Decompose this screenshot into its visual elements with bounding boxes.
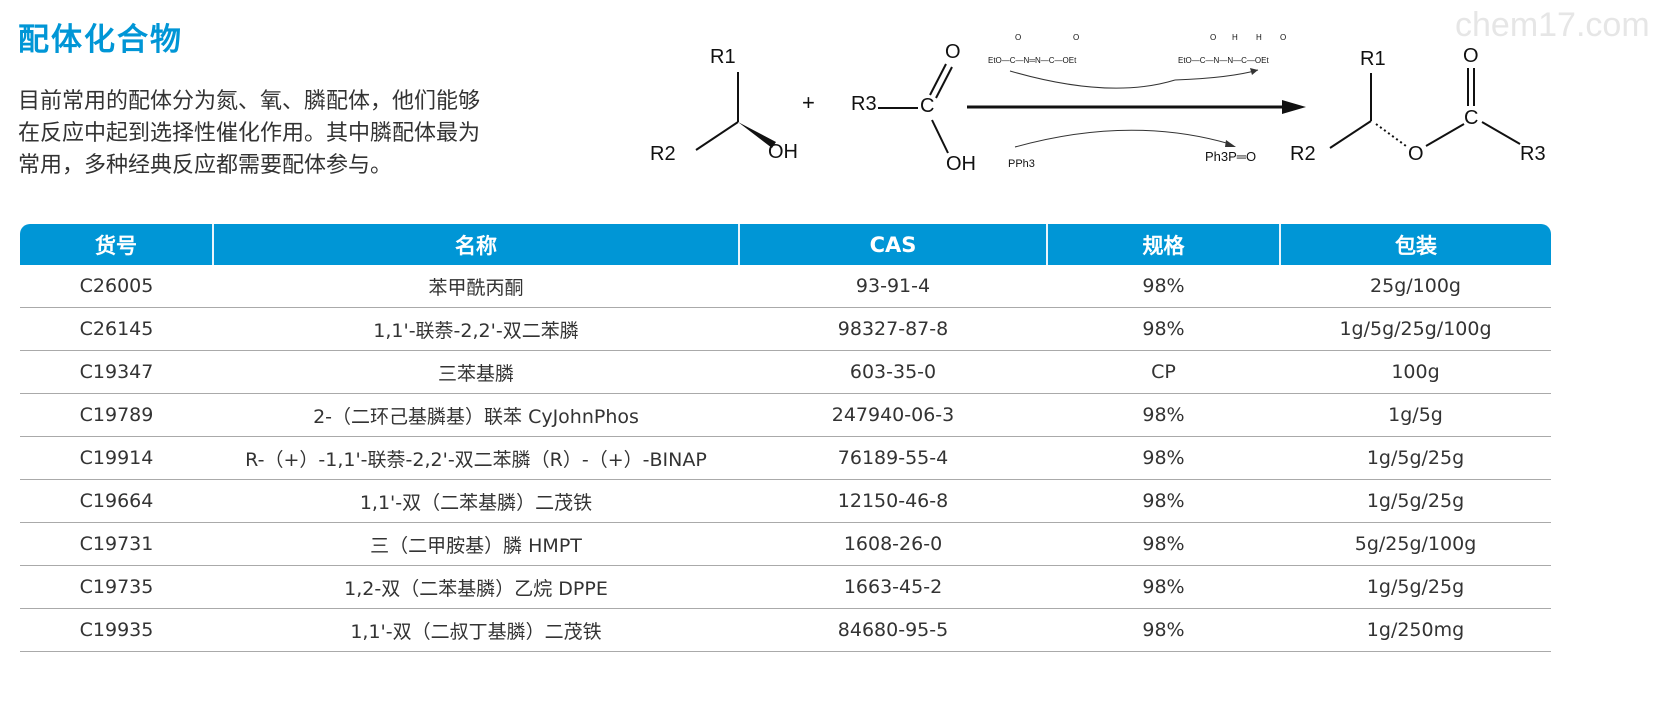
header-name: 名称 <box>212 224 739 265</box>
hydrazine-o: O <box>1280 33 1286 42</box>
pph3-label: PPh3 <box>1008 158 1035 170</box>
cell-name: 三（二甲胺基）膦 HMPT <box>213 522 739 566</box>
cell-item-no: C26005 <box>20 265 213 308</box>
cell-name: 三苯基膦 <box>213 350 739 394</box>
acid-oh-label: OH <box>946 153 976 175</box>
header-item-no: 货号 <box>20 224 213 265</box>
hydrazine-h: H <box>1232 33 1238 42</box>
header-package: 包装 <box>1279 224 1551 265</box>
cell-package: 1g/250mg <box>1280 608 1551 652</box>
cell-cas: 1608-26-0 <box>739 522 1047 566</box>
cell-name: 1,1'-双（二叔丁基膦）二茂铁 <box>213 608 739 652</box>
oh-label: OH <box>768 141 798 163</box>
dead-o: O <box>1015 33 1021 42</box>
cell-spec: 98% <box>1047 307 1280 351</box>
cell-item-no: C19731 <box>20 522 213 566</box>
cell-item-no: C19789 <box>20 393 213 437</box>
cell-package: 5g/25g/100g <box>1280 522 1551 566</box>
cell-package: 100g <box>1280 350 1551 394</box>
dead-o: O <box>1073 33 1079 42</box>
cell-item-no: C26145 <box>20 307 213 351</box>
r1-label: R1 <box>710 46 736 68</box>
cell-package: 1g/5g/25g <box>1280 565 1551 609</box>
product-r3: R3 <box>1520 143 1546 165</box>
cell-name: 2-（二环己基膦基）联苯 CyJohnPhos <box>213 393 739 437</box>
intro-paragraph: 目前常用的配体分为氮、氧、膦配体，他们能够 在反应中起到选择性催化作用。其中膦配… <box>18 86 608 182</box>
c-label: C <box>920 95 934 117</box>
cell-name: R-（+）-1,1'-联萘-2,2'-双二苯膦（R）-（+）-BINAP <box>213 436 739 480</box>
o-label: O <box>945 41 961 63</box>
hashed-bond <box>1375 123 1407 147</box>
acid-structure: O R3 C OH <box>851 41 976 175</box>
intro-line: 在反应中起到选择性催化作用。其中膦配体最为 <box>18 121 481 146</box>
header-cas: CAS <box>738 224 1047 265</box>
cell-item-no: C19664 <box>20 479 213 523</box>
cell-cas: 603-35-0 <box>739 350 1047 394</box>
cell-package: 25g/100g <box>1280 265 1551 308</box>
hydrazine-o: O <box>1210 33 1216 42</box>
r3-label: R3 <box>851 93 877 115</box>
ph3po-label: Ph3P═O <box>1205 149 1256 164</box>
cell-cas: 84680-95-5 <box>739 608 1047 652</box>
cell-name: 1,2-双（二苯基膦）乙烷 DPPE <box>213 565 739 609</box>
ester-o: O <box>1408 143 1424 165</box>
header-spec: 规格 <box>1046 224 1280 265</box>
cell-cas: 12150-46-8 <box>739 479 1047 523</box>
cell-spec: 98% <box>1047 265 1280 308</box>
cell-name: 1,1'-联萘-2,2'-双二苯膦 <box>213 307 739 351</box>
cell-name: 苯甲酰丙酮 <box>213 265 739 308</box>
cell-cas: 76189-55-4 <box>739 436 1047 480</box>
intro-line: 目前常用的配体分为氮、氧、膦配体，他们能够 <box>18 89 481 114</box>
cell-package: 1g/5g/25g <box>1280 436 1551 480</box>
cell-item-no: C19914 <box>20 436 213 480</box>
cell-spec: 98% <box>1047 608 1280 652</box>
plus-sign: + <box>802 90 815 115</box>
ester-product-structure: R1 R2 O C O R3 <box>1290 45 1546 165</box>
hydrazine-label: EtO—C—N—N—C—OEt <box>1178 56 1269 65</box>
cell-cas: 1663-45-2 <box>739 565 1047 609</box>
mitsunobu-reaction-scheme: R1 R2 OH + O R3 C OH EtO—C—N═N—C—OEt O O… <box>650 33 1546 175</box>
watermark: chem17.com <box>1455 6 1650 44</box>
cell-spec: 98% <box>1047 393 1280 437</box>
dead-label: EtO—C—N═N—C—OEt <box>988 56 1077 65</box>
alcohol-structure: R1 R2 OH <box>650 46 798 165</box>
cell-package: 1g/5g/25g <box>1280 479 1551 523</box>
carbonyl-o: O <box>1463 45 1479 67</box>
cell-cas: 93-91-4 <box>739 265 1047 308</box>
cell-name: 1,1'-双（二苯基膦）二茂铁 <box>213 479 739 523</box>
table-header-row: 货号 名称 CAS 规格 包装 <box>20 224 1551 265</box>
cell-cas: 247940-06-3 <box>739 393 1047 437</box>
cell-package: 1g/5g <box>1280 393 1551 437</box>
wedge-bond <box>738 122 776 148</box>
cell-item-no: C19735 <box>20 565 213 609</box>
r2-label: R2 <box>650 143 676 165</box>
cell-spec: 98% <box>1047 479 1280 523</box>
product-r2: R2 <box>1290 143 1316 165</box>
intro-line: 常用，多种经典反应都需要配体参与。 <box>18 153 393 178</box>
page-title: 配体化合物 <box>18 22 183 58</box>
cell-spec: 98% <box>1047 522 1280 566</box>
product-c: C <box>1464 107 1478 129</box>
cell-package: 1g/5g/25g/100g <box>1280 307 1551 351</box>
cell-spec: 98% <box>1047 565 1280 609</box>
cell-item-no: C19935 <box>20 608 213 652</box>
cell-spec: 98% <box>1047 436 1280 480</box>
hydrazine-h: H <box>1256 33 1262 42</box>
cell-cas: 98327-87-8 <box>739 307 1047 351</box>
product-r1: R1 <box>1360 48 1386 70</box>
cell-spec: CP <box>1047 350 1280 394</box>
cell-item-no: C19347 <box>20 350 213 394</box>
